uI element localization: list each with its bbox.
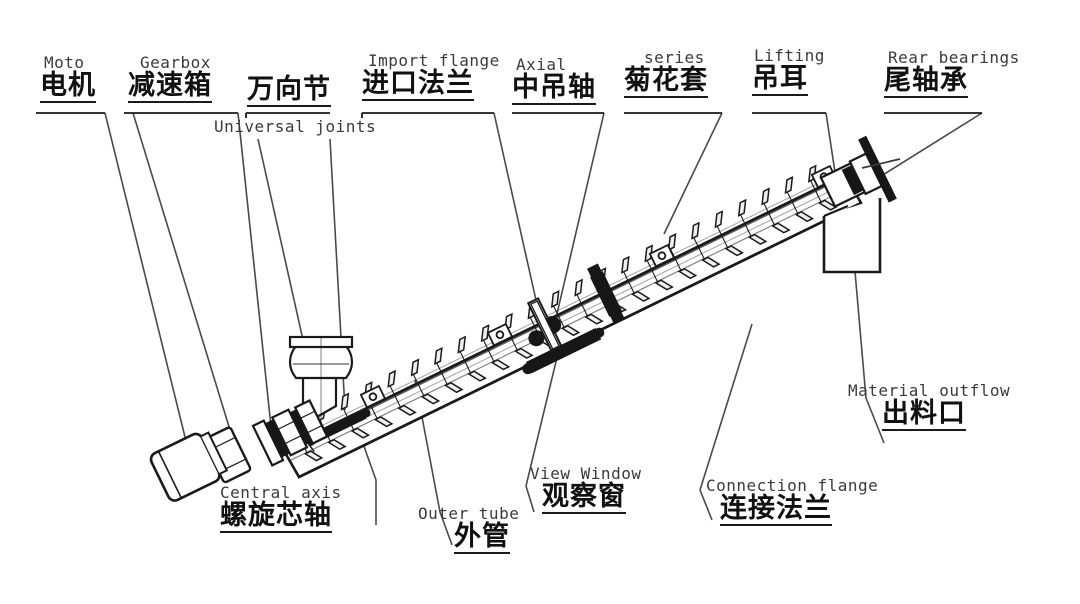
leader-import-flange	[493, 112, 541, 319]
label-connection-flange-en: Connection flange	[706, 476, 879, 495]
label-rear-bearings-en: Rear bearings	[888, 48, 1020, 67]
label-lifting-cn: 吊耳	[752, 64, 808, 97]
label-central-axis: Central axis 螺旋芯轴	[220, 483, 342, 534]
leader-material-outflow	[851, 236, 885, 444]
motor-body	[149, 431, 229, 502]
label-import-flange-en: Import flange	[368, 51, 500, 70]
label-connection-flange-cn: 连接法兰	[720, 494, 832, 527]
label-central-axis-en: Central axis	[220, 483, 342, 502]
leader-connection-flange	[699, 323, 753, 521]
label-series-cn: 菊花套	[624, 66, 708, 99]
label-material-outflow-en: Material outflow	[848, 381, 1011, 400]
label-view-window: View Window 观察窗	[530, 464, 642, 515]
leader-motor	[104, 112, 186, 438]
label-view-window-en: View Window	[530, 464, 642, 483]
universal-joint-coupling	[251, 399, 329, 467]
leader-outer-tube	[414, 379, 453, 546]
label-outer-tube: Outer tube 外管	[418, 504, 520, 555]
label-lifting-en: Lifting	[754, 46, 825, 65]
label-import-flange: Import flange 进口法兰	[362, 51, 500, 102]
leader-lifting	[825, 112, 836, 173]
rear-tail-bearing	[819, 135, 901, 209]
label-motor-en: Moto	[44, 53, 85, 72]
leader-gearbox	[237, 112, 273, 437]
label-connection-flange: Connection flange 连接法兰	[706, 476, 879, 527]
label-brackets-top	[36, 112, 982, 118]
label-universal-joints-en-wrap: Universal joints	[214, 117, 377, 137]
leader-lines-bottom	[355, 236, 885, 546]
label-outer-tube-cn: 外管	[454, 522, 510, 555]
label-rear-bearings-cn: 尾轴承	[884, 66, 968, 99]
label-material-outflow-cn: 出料口	[882, 399, 966, 432]
label-universal-joints-cn: 万向节	[247, 75, 331, 108]
material-outlet-chute	[822, 198, 882, 274]
label-central-axis-cn: 螺旋芯轴	[220, 501, 332, 534]
label-gearbox-cn: 减速箱	[128, 71, 212, 104]
label-motor: Moto 电机	[40, 53, 96, 104]
label-import-flange-cn: 进口法兰	[362, 69, 474, 102]
label-axial-en: Axial	[516, 55, 567, 74]
label-axial: Axial 中吊轴	[512, 55, 596, 106]
label-series: series 菊花套	[624, 48, 708, 99]
outer-conveyor-tube	[281, 173, 863, 479]
label-outer-tube-en: Outer tube	[418, 504, 520, 523]
label-gearbox: Gearbox 减速箱	[128, 53, 212, 104]
label-view-window-cn: 观察窗	[542, 482, 626, 515]
leader-series	[663, 112, 723, 235]
label-axial-cn: 中吊轴	[512, 73, 596, 106]
label-material-outflow: Material outflow 出料口	[848, 381, 1011, 432]
connection-flange-ring	[587, 263, 625, 325]
label-series-en: series	[644, 48, 705, 67]
label-universal-joints-en: Universal joints	[214, 117, 377, 136]
label-lifting: Lifting 吊耳	[752, 46, 825, 97]
leader-view-window	[525, 344, 561, 513]
label-motor-cn: 电机	[40, 71, 96, 104]
view-window-plate	[522, 327, 605, 375]
label-universal-joints: 万向节	[247, 75, 331, 108]
label-gearbox-en: Gearbox	[140, 53, 211, 72]
label-rear-bearings: Rear bearings 尾轴承	[884, 48, 1020, 99]
leader-axial	[555, 112, 605, 319]
